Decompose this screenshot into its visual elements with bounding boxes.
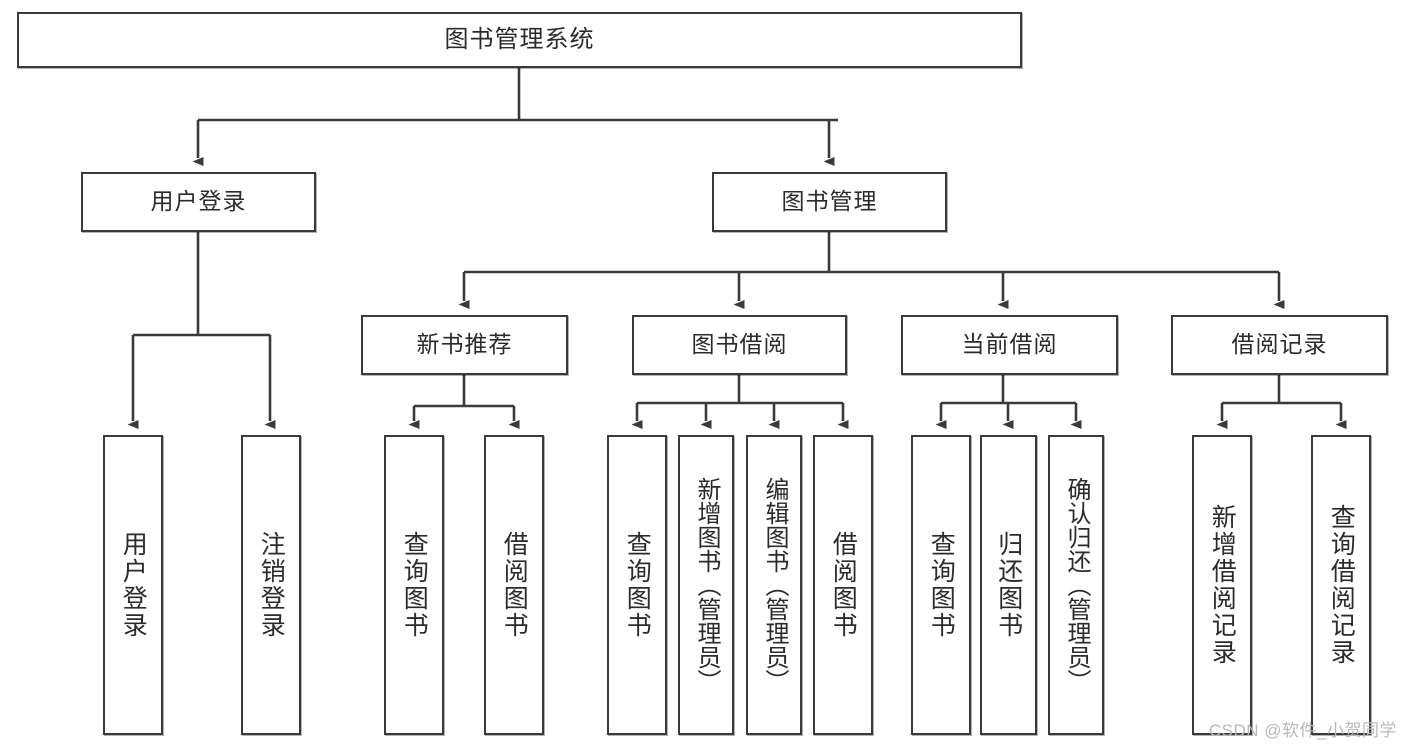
node-leaf-edit-book-admin[interactable]: 编辑图书（管理员）: [746, 435, 802, 735]
node-leaf-logout-label: 注销登录: [257, 531, 286, 639]
node-leaf-borrow-book-1-label: 借阅图书: [500, 531, 529, 639]
node-current-borrow-label: 当前借阅: [961, 331, 1058, 358]
node-leaf-query-book-3-label: 查询图书: [927, 531, 956, 639]
node-leaf-user-login-label: 用户登录: [119, 531, 148, 639]
node-leaf-add-book-admin-label: 新增图书（管理员）: [693, 477, 720, 693]
node-leaf-query-book-2-label: 查询图书: [623, 531, 652, 639]
node-leaf-query-record[interactable]: 查询借阅记录: [1311, 435, 1371, 735]
node-root-label: 图书管理系统: [444, 25, 595, 53]
node-root[interactable]: 图书管理系统: [17, 12, 1022, 68]
node-leaf-return-book-label: 归还图书: [994, 531, 1023, 639]
node-current-borrow[interactable]: 当前借阅: [901, 315, 1118, 375]
node-leaf-confirm-return-admin[interactable]: 确认归还（管理员）: [1048, 435, 1104, 735]
node-leaf-edit-book-admin-label: 编辑图书（管理员）: [761, 477, 788, 693]
node-leaf-borrow-book-2-label: 借阅图书: [829, 531, 858, 639]
node-leaf-user-login[interactable]: 用户登录: [103, 435, 163, 735]
node-user-login-label: 用户登录: [150, 188, 247, 215]
node-leaf-add-book-admin[interactable]: 新增图书（管理员）: [678, 435, 734, 735]
node-leaf-query-book-1-label: 查询图书: [400, 531, 429, 639]
node-leaf-confirm-return-admin-label: 确认归还（管理员）: [1063, 477, 1090, 693]
node-leaf-query-book-1[interactable]: 查询图书: [384, 435, 444, 735]
node-book-manage-label: 图书管理: [781, 188, 878, 215]
node-book-manage[interactable]: 图书管理: [712, 172, 947, 232]
node-borrow-record[interactable]: 借阅记录: [1171, 315, 1388, 375]
node-user-login[interactable]: 用户登录: [81, 172, 316, 232]
node-leaf-query-record-label: 查询借阅记录: [1327, 504, 1356, 666]
node-new-book-rec-label: 新书推荐: [416, 331, 513, 358]
node-leaf-query-book-2[interactable]: 查询图书: [607, 435, 667, 735]
node-leaf-add-record-label: 新增借阅记录: [1208, 504, 1237, 666]
node-book-borrow-label: 图书借阅: [691, 331, 788, 358]
node-leaf-query-book-3[interactable]: 查询图书: [911, 435, 971, 735]
node-leaf-logout[interactable]: 注销登录: [241, 435, 301, 735]
node-leaf-borrow-book-1[interactable]: 借阅图书: [484, 435, 544, 735]
node-new-book-rec[interactable]: 新书推荐: [361, 315, 568, 375]
node-book-borrow[interactable]: 图书借阅: [632, 315, 847, 375]
node-borrow-record-label: 借阅记录: [1231, 331, 1328, 358]
csdn-watermark: CSDN @软件_小贺同学: [1208, 721, 1397, 740]
node-leaf-add-record[interactable]: 新增借阅记录: [1192, 435, 1252, 735]
node-leaf-return-book[interactable]: 归还图书: [980, 435, 1037, 735]
node-leaf-borrow-book-2[interactable]: 借阅图书: [813, 435, 873, 735]
